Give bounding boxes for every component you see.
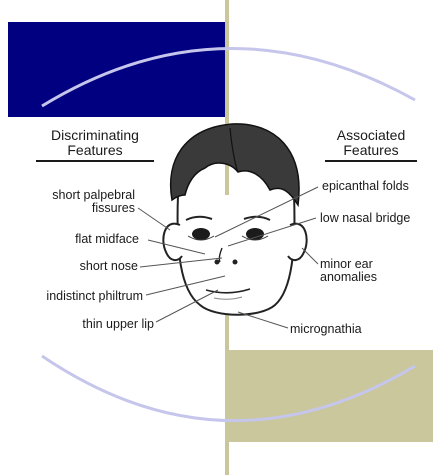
heading-right-line1: Associated: [325, 128, 417, 143]
associated-features-heading: Associated Features: [325, 128, 417, 162]
heading-right-line2: Features: [325, 143, 417, 158]
heading-left-line1: Discriminating: [36, 128, 154, 143]
right-ear: [288, 224, 307, 260]
label-short-palpebral-fissures: short palpebral fissures: [52, 189, 135, 215]
label-minor-ear-anomalies: minor ear anomalies: [320, 258, 377, 284]
label-text-line2: anomalies: [320, 271, 377, 284]
heading-left-underline: [36, 160, 154, 162]
label-thin-upper-lip: thin upper lip: [82, 318, 154, 331]
label-low-nasal-bridge: low nasal bridge: [320, 212, 410, 225]
label-short-nose: short nose: [80, 260, 138, 273]
leader-micrognathia: [238, 312, 288, 328]
leader-palpebral: [138, 208, 170, 230]
hair: [171, 124, 299, 205]
right-nostril: [233, 260, 238, 265]
right-eye: [246, 228, 264, 240]
label-text-line2: fissures: [52, 202, 135, 215]
label-micrognathia: micrognathia: [290, 323, 362, 336]
label-indistinct-philtrum: indistinct philtrum: [46, 290, 143, 303]
label-epicanthal-folds: epicanthal folds: [322, 180, 409, 193]
heading-left-line2: Features: [36, 143, 154, 158]
discriminating-features-heading: Discriminating Features: [36, 128, 154, 162]
left-nostril: [215, 260, 220, 265]
left-ear: [163, 224, 182, 260]
left-eye: [192, 228, 210, 240]
heading-right-underline: [325, 160, 417, 162]
label-flat-midface: flat midface: [75, 233, 139, 246]
face-outline: [178, 195, 295, 315]
leader-ear: [302, 248, 318, 264]
